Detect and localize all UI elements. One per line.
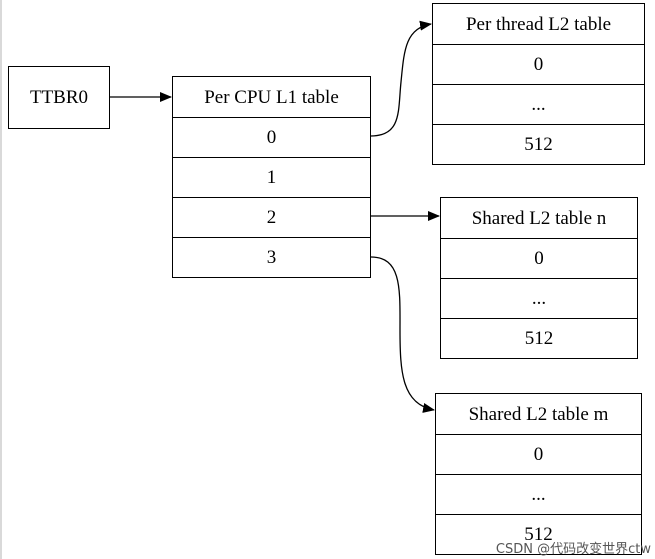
thread-l2-title: Per thread L2 table: [465, 14, 612, 35]
l1-table-row-1: 1: [173, 157, 370, 197]
ttbr0-box: TTBR0: [8, 66, 110, 129]
shared-l2-table-m: Shared L2 table m 0 ... 512: [435, 393, 642, 555]
l1-table-row-2: 2: [173, 197, 370, 237]
shared-m-row-0: 0: [436, 434, 641, 474]
l1-table-title: Per CPU L1 table: [204, 87, 339, 108]
shared-m-row-512: 512: [436, 514, 641, 554]
thread-l2-row-ellipsis: ...: [433, 84, 644, 124]
watermark: CSDN @代码改变世界ctw: [495, 542, 651, 557]
shared-m-title: Shared L2 table m: [468, 404, 609, 425]
left-border: [0, 0, 2, 559]
shared-l2-table-n: Shared L2 table n 0 ... 512: [440, 197, 638, 359]
l1-table-row-0: 0: [173, 117, 370, 157]
shared-m-row-ellipsis: ...: [436, 474, 641, 514]
shared-n-row-512: 512: [441, 318, 637, 358]
arrow-l1-row3-to-shared-m: [370, 256, 435, 413]
l1-table: Per CPU L1 table 0 1 2 3: [172, 76, 371, 278]
l1-table-row-3: 3: [173, 237, 370, 277]
thread-l2-table: Per thread L2 table 0 ... 512: [432, 3, 645, 165]
thread-l2-row-512: 512: [433, 124, 644, 164]
thread-l2-row-0: 0: [433, 44, 644, 84]
arrow-l1-row0-to-thread-l2: [370, 20, 432, 137]
shared-n-row-ellipsis: ...: [441, 278, 637, 318]
shared-n-title: Shared L2 table n: [471, 208, 607, 229]
ttbr0-label: TTBR0: [29, 87, 89, 108]
shared-n-row-0: 0: [441, 238, 637, 278]
